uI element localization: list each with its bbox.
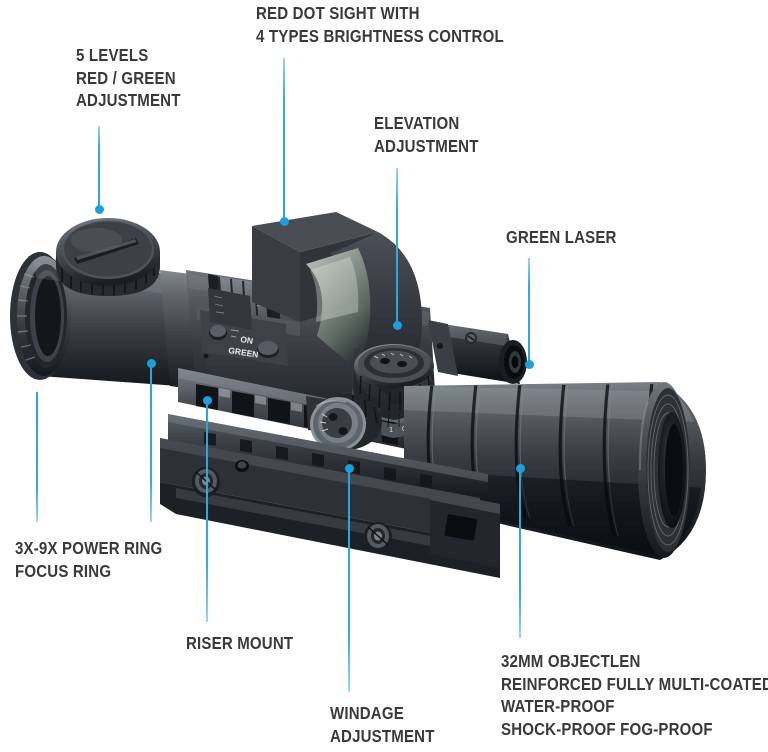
dot-windage	[344, 463, 354, 473]
callout-riser-mount: RISER MOUNT	[186, 632, 293, 655]
dot-green-laser	[524, 359, 534, 369]
svg-text:9: 9	[256, 301, 261, 309]
callout-line: REINFORCED FULLY MULTI-COATED	[501, 673, 768, 694]
svg-text:1: 1	[389, 425, 393, 434]
callout-elevation-adjustment: ELEVATION ADJUSTMENT	[374, 112, 479, 157]
riser-mount	[160, 414, 500, 578]
callout-power-ring-focus-ring: 3X-9X POWER RING FOCUS RING	[15, 537, 162, 582]
callout-red-dot-sight-brightness: RED DOT SIGHT WITH 4 TYPES BRIGHTNESS CO…	[256, 2, 504, 47]
brightness-adjustment-knob	[56, 218, 160, 296]
callout-line: ADJUSTMENT	[374, 135, 479, 156]
callout-line: RED DOT SIGHT WITH	[256, 3, 420, 23]
callout-objective-lens-specs: 32MM OBJECTLEN REINFORCED FULLY MULTI-CO…	[501, 650, 768, 740]
callout-line: RISER MOUNT	[186, 633, 294, 653]
leader-focus-ring	[150, 366, 152, 522]
callout-line: WINDAGE	[330, 703, 404, 723]
leader-levels	[98, 126, 100, 207]
callout-line: 3X-9X POWER RING	[15, 538, 163, 558]
dot-riser-mount	[202, 395, 212, 405]
callout-line: WATER-PROOF	[501, 696, 615, 716]
callout-line: 4 TYPES BRIGHTNESS CONTROL	[256, 25, 504, 46]
leader-windage	[348, 471, 350, 692]
mount-screw-rear	[364, 522, 392, 552]
dot-objective	[515, 463, 525, 473]
leader-riser-mount	[206, 403, 208, 622]
windage-turret	[306, 394, 382, 451]
rifle-scope-product-image: 3 9	[0, 170, 768, 590]
callout-line: ADJUSTMENT	[330, 725, 435, 746]
callout-line: SHOCK-PROOF FOG-PROOF	[501, 718, 713, 739]
callout-green-laser: GREEN LASER	[506, 226, 617, 249]
callout-line: ADJUSTMENT	[76, 90, 181, 110]
callout-line: 32MM OBJECTLEN	[501, 651, 641, 671]
callout-line: FOCUS RING	[15, 560, 112, 581]
dot-focus-ring	[146, 358, 156, 368]
leader-elevation	[396, 168, 398, 323]
callout-line: ELEVATION	[374, 113, 460, 133]
mount-screw-front	[192, 467, 220, 497]
green-laser-module	[428, 320, 527, 384]
callout-windage-adjustment: WINDAGE ADJUSTMENT	[330, 702, 435, 747]
callout-line: GREEN LASER	[506, 227, 617, 247]
callout-five-levels-red-green-adjustment: 5 LEVELS RED / GREEN ADJUSTMENT	[76, 44, 181, 112]
marking-on: ON	[240, 334, 254, 346]
marking-green: GREEN	[228, 345, 259, 360]
leader-green-laser	[528, 258, 530, 362]
dot-brightness	[279, 216, 289, 226]
leader-objective	[519, 471, 521, 638]
leader-power-ring	[36, 392, 38, 522]
callout-line: 5 LEVELS	[76, 45, 149, 65]
dot-levels	[94, 204, 104, 214]
dot-elevation	[392, 320, 402, 330]
leader-brightness	[283, 58, 285, 218]
callout-line: RED / GREEN	[76, 67, 176, 88]
